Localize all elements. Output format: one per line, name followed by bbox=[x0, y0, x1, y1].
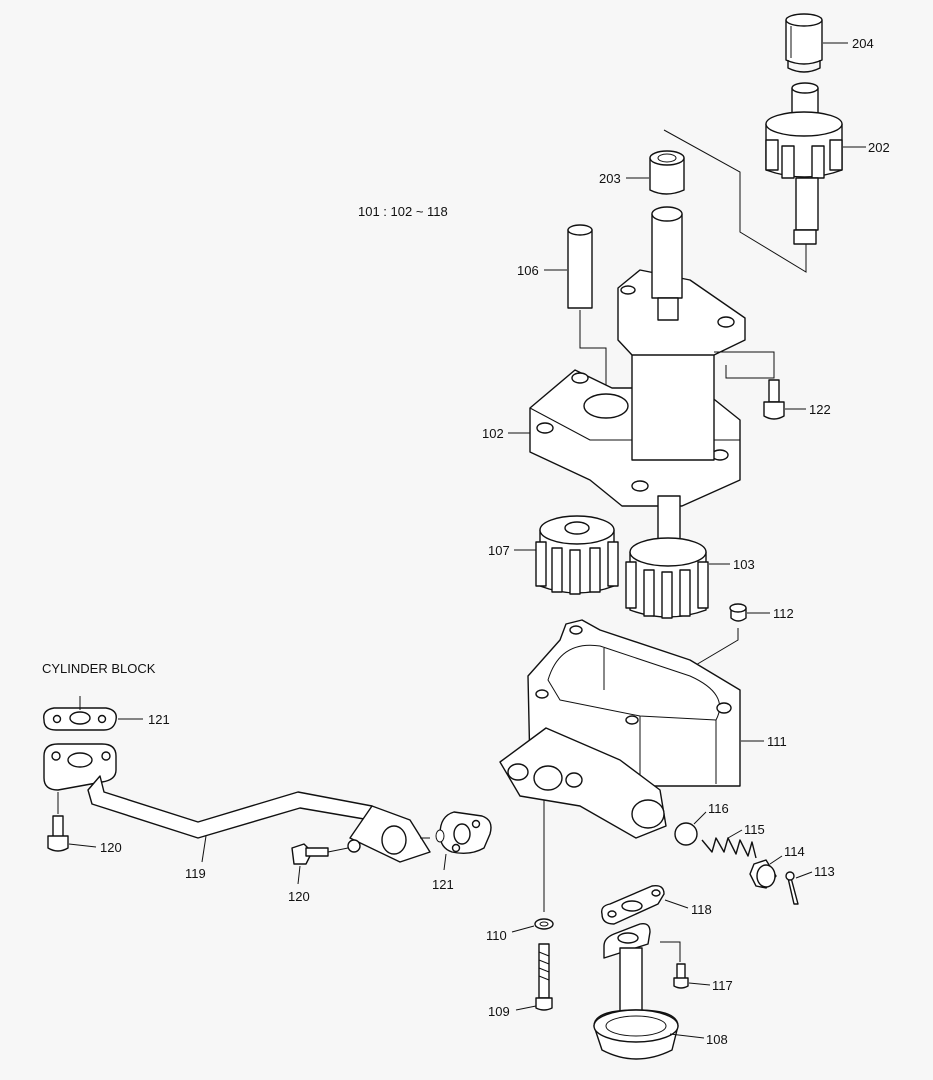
label-116: 116 bbox=[708, 801, 729, 816]
label-102: 102 bbox=[482, 426, 504, 441]
label-120-left: 120 bbox=[100, 840, 122, 855]
part-203-coupling bbox=[649, 150, 685, 195]
label-202: 202 bbox=[868, 140, 890, 155]
part-109-bolt bbox=[535, 943, 553, 1011]
part-112-plug bbox=[729, 603, 747, 622]
part-119-suction-pipe bbox=[43, 743, 431, 863]
part-116-ball bbox=[674, 822, 698, 846]
part-117-bolt bbox=[673, 963, 689, 989]
label-121-upper: 121 bbox=[148, 712, 170, 727]
label-122: 122 bbox=[809, 402, 831, 417]
label-112: 112 bbox=[773, 606, 794, 621]
part-121-gasket-upper bbox=[43, 707, 117, 731]
part-202-drive-gear-shaft bbox=[765, 82, 843, 245]
part-114-plug bbox=[749, 859, 777, 889]
part-122-bolt bbox=[763, 379, 785, 420]
label-121-lower: 121 bbox=[432, 877, 454, 892]
part-113-cotter-pin bbox=[785, 871, 799, 905]
part-115-spring bbox=[701, 837, 757, 859]
label-115: 115 bbox=[744, 822, 765, 837]
label-119: 119 bbox=[185, 866, 206, 881]
label-113: 113 bbox=[814, 864, 835, 879]
part-204-bushing bbox=[785, 13, 823, 73]
part-111-pump-body bbox=[499, 619, 741, 839]
part-102-pump-cover bbox=[529, 206, 746, 507]
label-103: 103 bbox=[733, 557, 755, 572]
label-111: 111 bbox=[767, 734, 787, 749]
part-120-bolt-right bbox=[291, 843, 329, 865]
label-203: 203 bbox=[599, 171, 621, 186]
part-107-driven-gear bbox=[535, 515, 619, 595]
label-204: 204 bbox=[852, 36, 874, 51]
part-108-strainer bbox=[593, 922, 679, 1060]
label-120-right: 120 bbox=[288, 889, 310, 904]
part-118-gasket bbox=[600, 884, 665, 925]
label-118: 118 bbox=[691, 902, 712, 917]
label-110: 110 bbox=[486, 928, 507, 943]
label-109: 109 bbox=[488, 1004, 510, 1019]
label-114: 114 bbox=[784, 844, 805, 859]
part-103-drive-gear bbox=[625, 495, 709, 619]
label-106: 106 bbox=[517, 263, 539, 278]
part-120-bolt-left bbox=[47, 815, 69, 852]
label-108: 108 bbox=[706, 1032, 728, 1047]
label-107: 107 bbox=[488, 543, 510, 558]
range-note: 101 : 102 ~ 118 bbox=[358, 204, 448, 219]
part-110-washer bbox=[534, 918, 554, 930]
part-106-pin bbox=[567, 224, 593, 309]
label-117: 117 bbox=[712, 978, 733, 993]
part-121-gasket-lower bbox=[435, 811, 492, 855]
caption-cylinder-block: CYLINDER BLOCK bbox=[42, 661, 156, 676]
